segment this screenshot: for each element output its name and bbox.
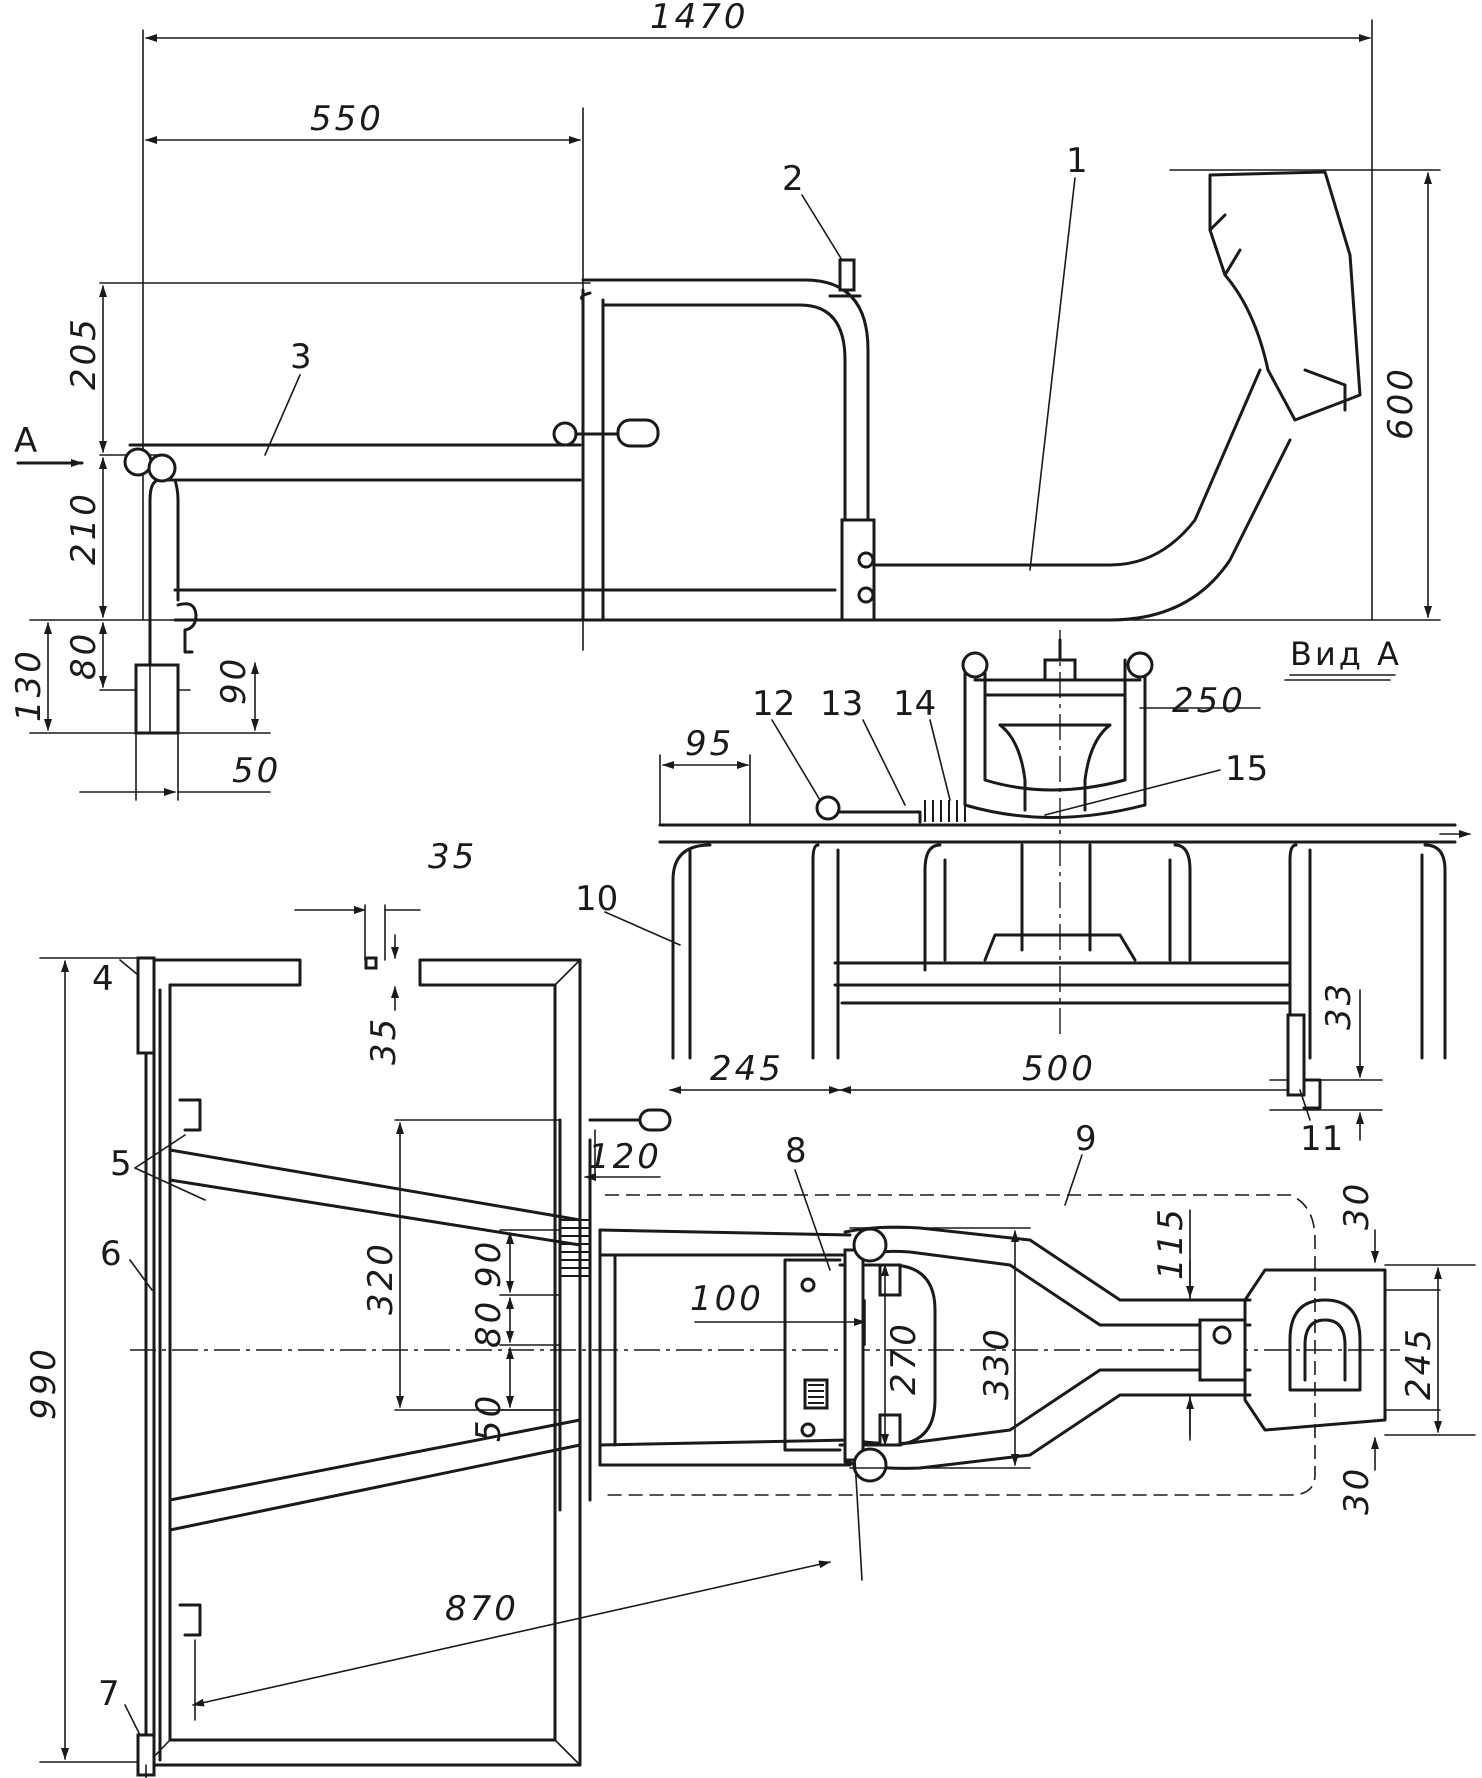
- callout-3: 3: [290, 337, 312, 377]
- dim-plan-30-bottom: 30: [1337, 1466, 1377, 1515]
- callout-labels: 1 2 3 4 5 6 7 8 9 10 11 12 13 14 15: [92, 141, 1343, 1714]
- dim-plan-35-horizontal: 35: [428, 837, 477, 877]
- dim-plan-100: 100: [690, 1279, 764, 1319]
- dim-leg-90: 90: [214, 656, 254, 705]
- dim-view-95: 95: [685, 724, 734, 764]
- dim-plan-115: 115: [1151, 1206, 1191, 1280]
- plan-view: [39, 904, 1476, 1778]
- dim-plan-990: 990: [24, 1346, 64, 1420]
- callout-6: 6: [100, 1234, 122, 1274]
- callout-13: 13: [820, 684, 863, 724]
- dim-height-lower: 210: [64, 491, 104, 565]
- callout-2: 2: [782, 159, 804, 199]
- callout-5: 5: [110, 1144, 132, 1184]
- dim-plan-270: 270: [884, 1321, 924, 1395]
- dim-plan-870: 870: [445, 1589, 519, 1629]
- callout-4: 4: [92, 959, 114, 999]
- view-a-label: Вид А: [1290, 635, 1402, 673]
- dim-view-250: 250: [1172, 681, 1246, 721]
- dim-leg-130: 130: [9, 648, 49, 722]
- dim-height-total: 600: [1381, 366, 1421, 440]
- dim-overall-length: 1470: [650, 0, 749, 37]
- dim-plan-50: 50: [469, 1393, 509, 1442]
- callout-1: 1: [1066, 141, 1088, 181]
- callout-12: 12: [752, 684, 795, 724]
- callout-7: 7: [98, 1674, 120, 1714]
- dim-leg-50: 50: [232, 751, 281, 791]
- leader-lines: [119, 177, 1311, 1736]
- side-view: [16, 19, 1441, 801]
- dim-plan-320: 320: [361, 1241, 401, 1315]
- callout-11: 11: [1300, 1119, 1343, 1159]
- dim-plan-90: 90: [469, 1239, 509, 1288]
- dim-plan-330: 330: [977, 1326, 1017, 1400]
- dim-view-33: 33: [1319, 981, 1359, 1030]
- dim-plan-80: 80: [469, 1299, 509, 1348]
- dim-view-500: 500: [1022, 1049, 1096, 1089]
- dim-height-upper: 205: [64, 316, 104, 390]
- callout-14: 14: [893, 684, 936, 724]
- dimension-labels: 1470 550 600 205 210 80 130 90 50 95 250…: [9, 0, 1439, 1629]
- dim-front-length: 550: [310, 99, 384, 139]
- callout-10: 10: [575, 879, 618, 919]
- dim-leg-80: 80: [64, 631, 104, 680]
- callout-8: 8: [785, 1131, 807, 1171]
- callout-9: 9: [1075, 1119, 1097, 1159]
- dim-plan-245: 245: [1399, 1326, 1439, 1400]
- dim-plan-35-vertical: 35: [364, 1016, 404, 1065]
- view-a: [658, 630, 1471, 1141]
- dim-plan-30-top: 30: [1337, 1181, 1377, 1230]
- dim-view-245: 245: [710, 1049, 784, 1089]
- callout-15: 15: [1225, 749, 1268, 789]
- arrow-a-label: А: [14, 421, 37, 461]
- dim-plan-120: 120: [588, 1137, 662, 1177]
